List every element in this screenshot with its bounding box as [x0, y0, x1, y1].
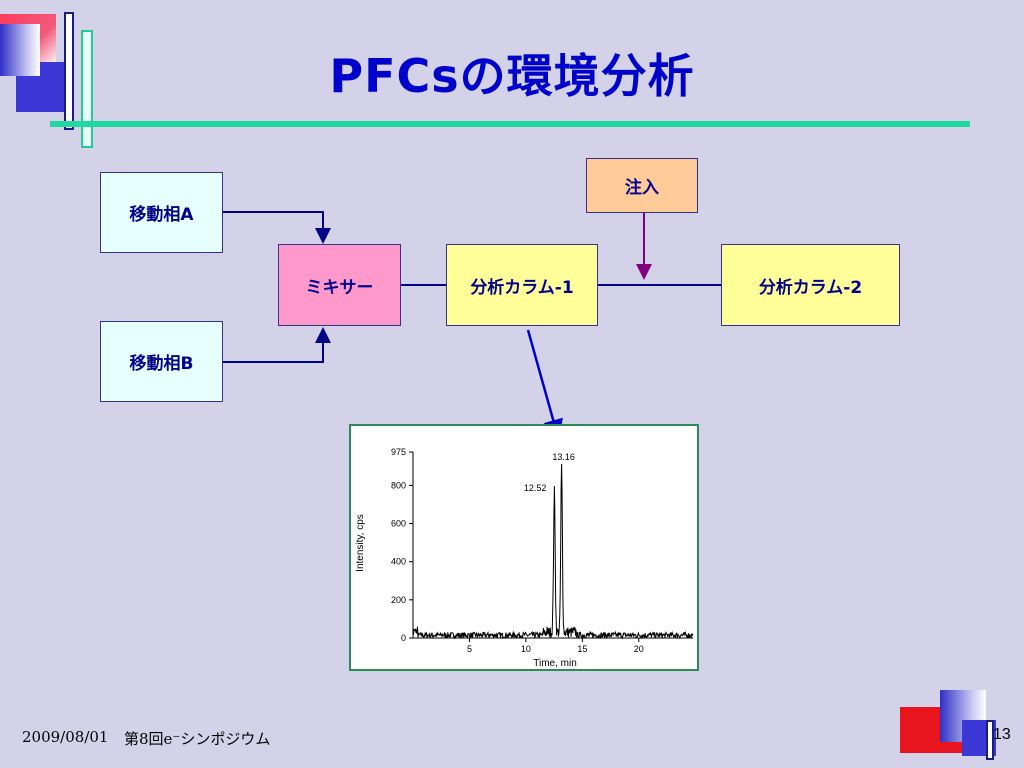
injection-box: 注入 [586, 158, 698, 213]
mobile-phase-b-label: 移動相B [129, 354, 194, 374]
injection-label: 注入 [625, 178, 659, 198]
y-tick-label: 400 [391, 557, 406, 567]
callout-arrow [526, 329, 563, 440]
chart-ticks: 0 200 400 600 800 975 5 10 15 20 [391, 447, 644, 654]
x-tick-label: 5 [467, 644, 472, 654]
slide-title: PFCsの環境分析 [329, 49, 695, 103]
column-2-box: 分析カラム-2 [721, 244, 900, 326]
mixer-box: ミキサー [278, 244, 401, 326]
y-tick-label: 975 [391, 447, 406, 457]
page-number: 13 [993, 726, 1011, 743]
title-rule [50, 121, 970, 127]
column-2-label: 分析カラム-2 [758, 277, 863, 298]
decor-bar-outline-br [986, 720, 994, 760]
y-tick-label: 800 [391, 480, 406, 490]
column-1-box: 分析カラム-1 [446, 244, 598, 326]
x-tick-label: 15 [577, 644, 587, 654]
footer-event: 第8回e⁻シンポジウム [124, 730, 271, 748]
y-axis-label: Intensity, cps [355, 514, 366, 572]
chromatogram-frame: 0 200 400 600 800 975 5 10 15 20 12.52 13.16 Time,… [349, 424, 699, 671]
decor-bar-green [81, 30, 93, 148]
mobile-phase-b-box: 移動相B [100, 321, 223, 402]
peak-labels: 12.52 13.16 [524, 452, 575, 493]
chromatogram-chart: 0 200 400 600 800 975 5 10 15 20 12.52 13.16 Time,… [355, 447, 694, 669]
decor-square-gradient [0, 24, 40, 76]
decor-bar-outline [64, 12, 74, 130]
peak-label: 12.52 [524, 483, 547, 493]
peak-label: 13.16 [552, 452, 575, 462]
y-tick-label: 600 [391, 519, 406, 529]
y-tick-label: 200 [391, 595, 406, 605]
y-tick-label: 0 [401, 633, 406, 643]
x-tick-label: 20 [634, 644, 644, 654]
column-1-label: 分析カラム-1 [470, 277, 574, 298]
mobile-phase-a-label: 移動相A [129, 205, 194, 225]
x-axis-label: Time, min [533, 658, 577, 669]
mixer-label: ミキサー [305, 277, 374, 298]
chromatogram-trace [412, 463, 694, 640]
mobile-phase-a-box: 移動相A [100, 172, 223, 253]
footer-date: 2009/08/01 [22, 728, 109, 746]
x-tick-label: 10 [521, 644, 531, 654]
connector-b-to-mixer [223, 327, 331, 363]
connector-a-to-mixer [223, 211, 331, 244]
